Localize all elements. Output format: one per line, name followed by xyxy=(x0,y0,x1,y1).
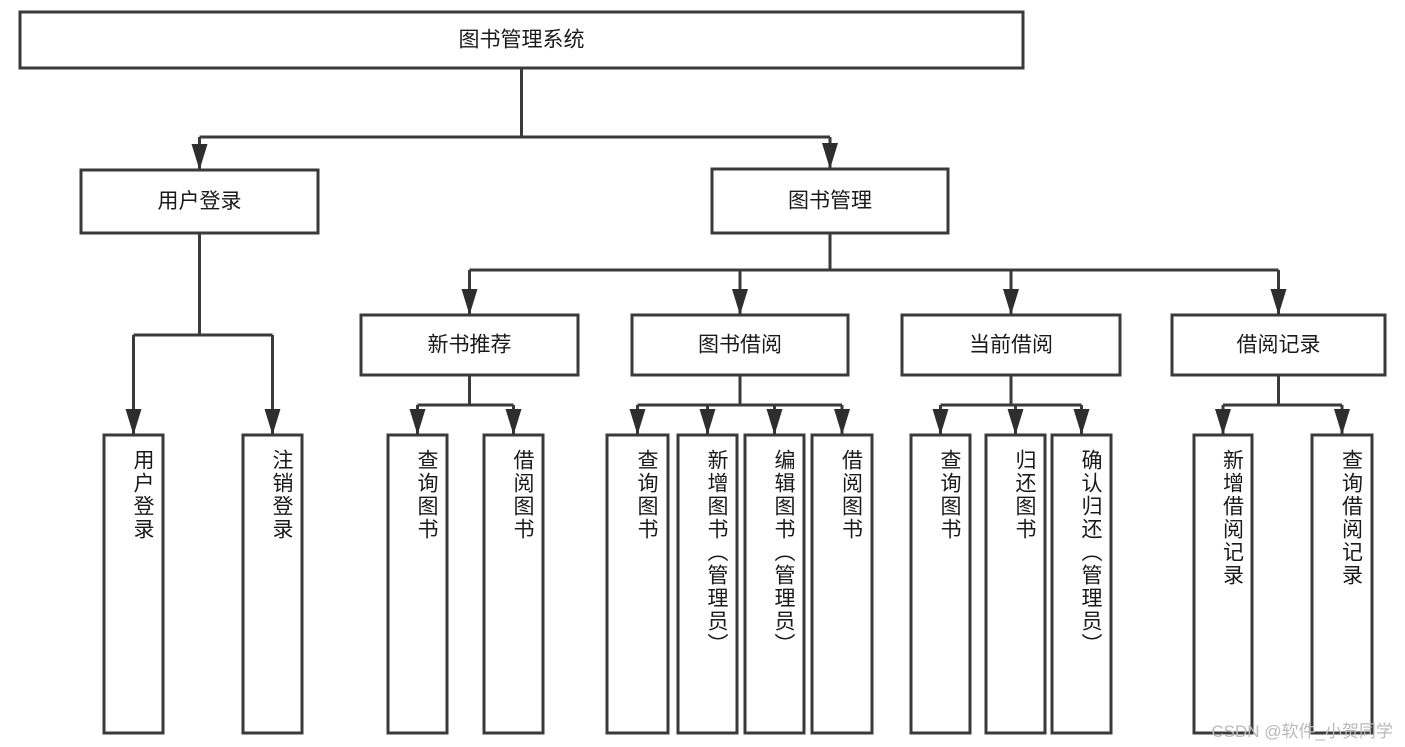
arrow-head-icon xyxy=(732,289,748,315)
node-box xyxy=(743,433,806,735)
node-l3_bw_add[interactable]: 新增图书（管理员） xyxy=(676,433,739,735)
node-label: 新增借阅记录 xyxy=(1221,449,1245,587)
node-l3_user_logout[interactable]: 注销登录 xyxy=(241,433,304,735)
node-box xyxy=(482,433,545,735)
node-l3_bw_query[interactable]: 查询图书 xyxy=(605,433,670,735)
node-label: 编辑图书（管理员） xyxy=(772,449,796,656)
node-l3_new_query[interactable]: 查询图书 xyxy=(386,433,449,735)
node-box xyxy=(386,433,449,735)
node-label: 借阅图书 xyxy=(511,449,535,541)
node-l1_user[interactable]: 用户登录 xyxy=(79,168,320,235)
node-box xyxy=(1192,433,1254,735)
arrow-head-icon xyxy=(1270,289,1287,315)
node-l3_bw_borrow[interactable]: 借阅图书 xyxy=(810,433,874,735)
arrow-head-icon xyxy=(1003,289,1019,315)
node-box xyxy=(984,433,1047,735)
node-box xyxy=(630,313,850,377)
node-label: 借阅记录 xyxy=(1237,334,1321,357)
arrow-head-icon xyxy=(834,409,850,435)
node-label: 归还图书 xyxy=(1013,449,1037,541)
node-label: 确认归还（管理员） xyxy=(1079,449,1103,656)
node-l3_user_login[interactable]: 用户登录 xyxy=(102,433,165,735)
node-box xyxy=(18,10,1025,70)
node-layer: 图书管理系统用户登录图书管理新书推荐图书借阅当前借阅借阅记录用户登录注销登录查询… xyxy=(18,10,1387,735)
node-l3_cur_return[interactable]: 归还图书 xyxy=(984,433,1047,735)
node-label: 查询借阅记录 xyxy=(1340,449,1364,587)
arrow-head-icon xyxy=(1007,409,1024,435)
node-box xyxy=(909,433,972,735)
arrow-head-icon xyxy=(409,409,426,435)
node-box xyxy=(1050,433,1113,735)
arrow-head-icon xyxy=(629,409,646,435)
node-label: 注销登录 xyxy=(270,449,294,541)
node-l2_record[interactable]: 借阅记录 xyxy=(1170,313,1387,377)
node-l2_borrow[interactable]: 图书借阅 xyxy=(630,313,850,377)
node-box xyxy=(359,313,580,377)
node-l3_cur_query[interactable]: 查询图书 xyxy=(909,433,972,735)
connector-layer xyxy=(125,68,1350,435)
node-l2_current[interactable]: 当前借阅 xyxy=(900,313,1122,377)
node-root[interactable]: 图书管理系统 xyxy=(18,10,1025,70)
node-label: 图书管理系统 xyxy=(459,29,585,52)
csdn-watermark: CSDN @软件_小贺同学 xyxy=(1211,722,1393,741)
node-box xyxy=(79,168,320,235)
node-box xyxy=(900,313,1122,377)
node-label: 新书推荐 xyxy=(428,334,512,357)
arrow-head-icon xyxy=(932,409,949,435)
node-box xyxy=(241,433,304,735)
node-label: 用户登录 xyxy=(131,449,155,541)
arrow-head-icon xyxy=(125,409,142,435)
node-box xyxy=(1310,433,1374,735)
node-l3_cur_confirm[interactable]: 确认归还（管理员） xyxy=(1050,433,1113,735)
node-label: 新增图书（管理员） xyxy=(705,449,729,656)
node-l2_newbook[interactable]: 新书推荐 xyxy=(359,313,580,377)
node-l3_rec_add[interactable]: 新增借阅记录 xyxy=(1192,433,1254,735)
arrow-head-icon xyxy=(264,409,281,435)
node-label: 图书借阅 xyxy=(698,334,782,357)
node-box xyxy=(1170,313,1387,377)
arrow-head-icon xyxy=(1334,409,1350,435)
node-box xyxy=(605,433,670,735)
node-l3_rec_query[interactable]: 查询借阅记录 xyxy=(1310,433,1374,735)
node-box xyxy=(676,433,739,735)
node-label: 查询图书 xyxy=(938,449,962,541)
node-l3_bw_edit[interactable]: 编辑图书（管理员） xyxy=(743,433,806,735)
arrow-head-icon xyxy=(822,143,838,169)
arrow-head-icon xyxy=(699,409,716,435)
node-l3_new_borrow[interactable]: 借阅图书 xyxy=(482,433,545,735)
node-box xyxy=(710,167,950,235)
node-label: 借阅图书 xyxy=(840,449,864,541)
arrow-head-icon xyxy=(505,409,522,435)
arrow-head-icon xyxy=(1073,409,1090,435)
node-l1_book[interactable]: 图书管理 xyxy=(710,167,950,235)
node-label: 用户登录 xyxy=(158,190,242,213)
node-box xyxy=(810,433,874,735)
arrow-head-icon xyxy=(191,144,208,170)
node-label: 查询图书 xyxy=(415,449,439,541)
node-label: 当前借阅 xyxy=(969,334,1053,357)
arrow-head-icon xyxy=(766,409,783,435)
arrow-head-icon xyxy=(1215,409,1231,435)
node-label: 查询图书 xyxy=(635,449,659,541)
node-box xyxy=(102,433,165,735)
node-label: 图书管理 xyxy=(788,190,872,213)
arrow-head-icon xyxy=(461,289,478,315)
